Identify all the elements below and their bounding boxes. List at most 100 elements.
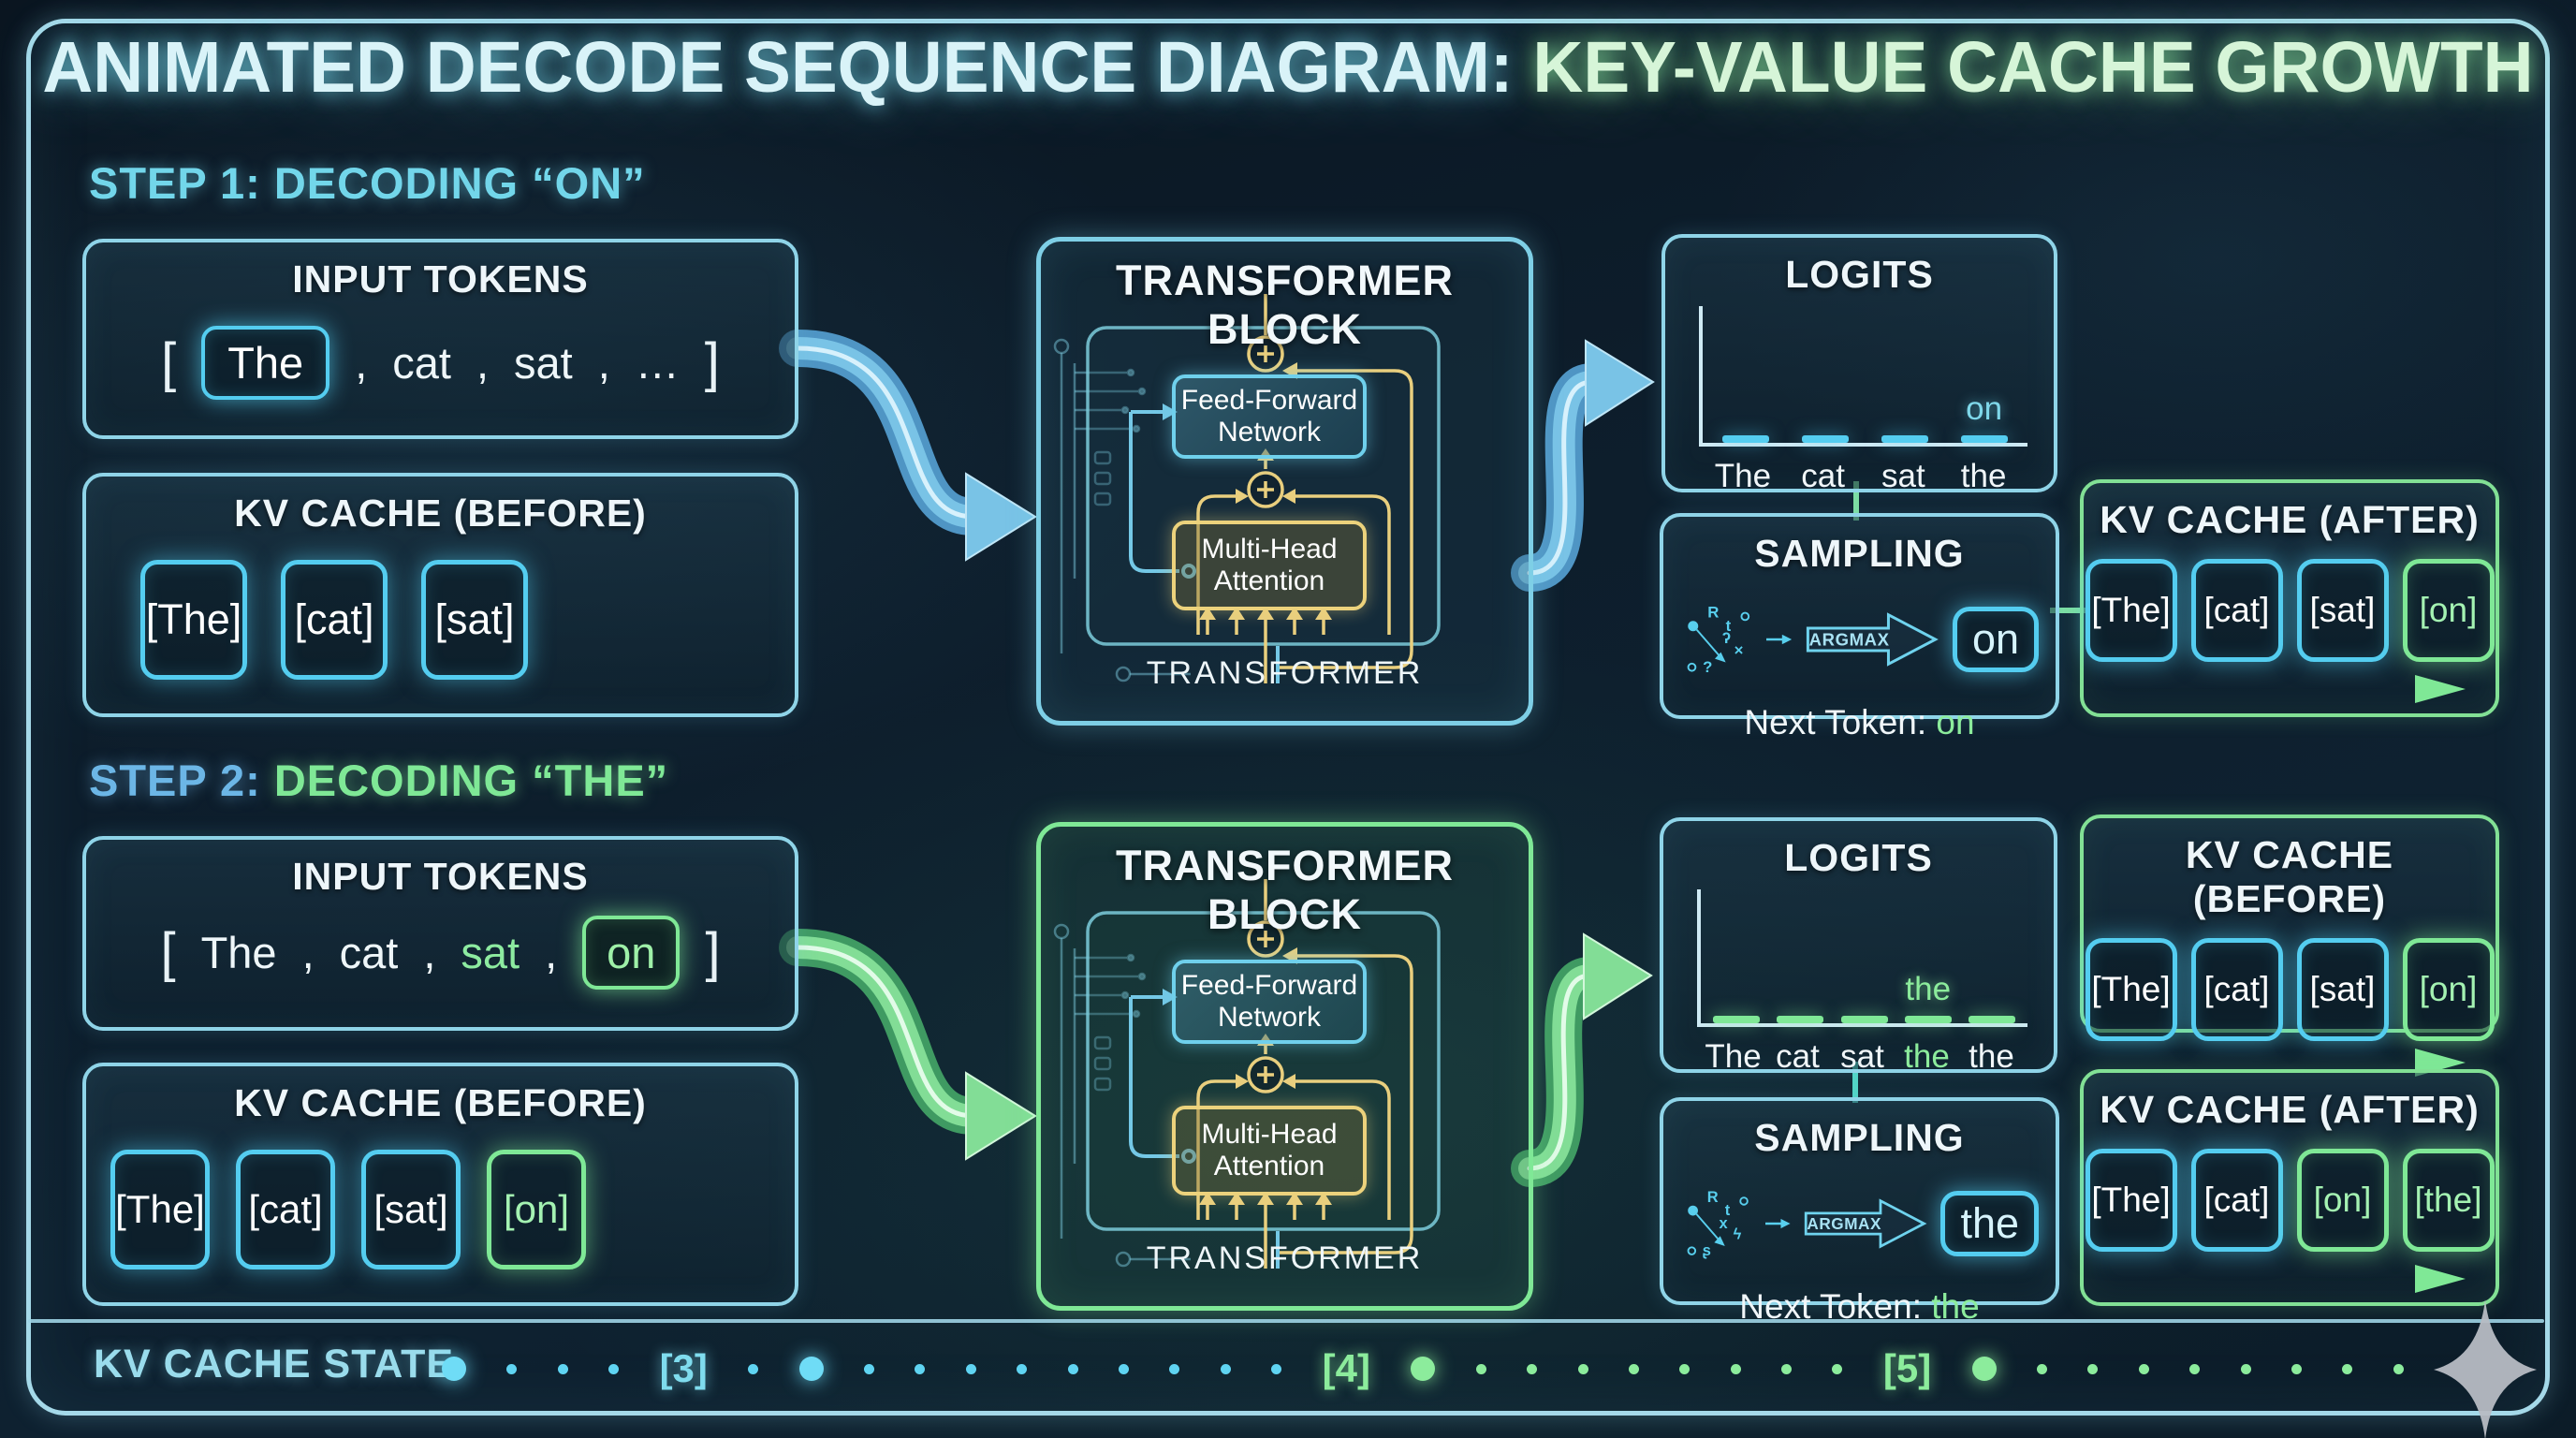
arrow-icon — [1764, 1218, 1791, 1229]
scatter-doodle-icon: Rt ?×ʔ — [1687, 604, 1750, 676]
kv-cache-cell: [sat] — [361, 1150, 461, 1269]
timeline-dot — [1169, 1363, 1180, 1374]
transformer-caption: TRANSFORMER — [1146, 1240, 1424, 1276]
predicted-token-label: the — [1905, 971, 1952, 1007]
next-token-label: Next Token: — [1744, 703, 1927, 741]
flow-arrow-step1-transformer-to-logits — [1511, 339, 1655, 592]
title-right: KEY-VALUE CACHE GROWTH — [1532, 27, 2534, 108]
kv-cell-row: [The][cat][sat][on] — [86, 1150, 795, 1269]
timeline-dot — [1781, 1363, 1793, 1374]
timeline-dot — [2291, 1363, 2302, 1374]
logit-bar — [1840, 1016, 1888, 1023]
token-text: , — [476, 338, 490, 388]
logit-x-label: The — [1714, 458, 1772, 494]
timeline-dot — [1628, 1363, 1639, 1374]
logit-x-label: cat — [1801, 458, 1845, 494]
panel-title: LOGITS — [1784, 836, 1933, 879]
svg-text:R: R — [1707, 604, 1719, 622]
logit-x-label: sat — [1840, 1038, 1884, 1075]
logit-bar-slot — [1866, 435, 1945, 443]
token-text: The — [200, 928, 277, 977]
cache-growth-arrow — [2117, 1265, 2466, 1293]
timeline-dot — [2189, 1363, 2201, 1374]
step1-heading-rest: DECODING “ON” — [273, 158, 646, 208]
transformer-block-step2: TRANSFORMER BLOCK Feed-Forward Network M… — [1036, 822, 1533, 1311]
title-left: ANIMATED DECODE SEQUENCE DIAGRAM: — [42, 27, 1533, 108]
next-token-line: Next Token: on — [1663, 703, 2056, 742]
timeline-dot-large — [1971, 1357, 1997, 1381]
logit-bar — [1802, 435, 1850, 443]
token-text: , — [423, 928, 436, 977]
token-text: ] — [704, 332, 720, 393]
logit-bar-slot — [1706, 435, 1786, 443]
flow-arrow-step1-input-to-transformer — [779, 330, 1037, 562]
timeline-dot — [1271, 1363, 1282, 1374]
kv-cell-row: [The][cat][sat] — [86, 560, 795, 680]
kv-cell-row: [The][cat][on][the] — [2084, 1149, 2496, 1252]
token-text: [ — [161, 332, 177, 393]
feed-forward-label: Feed-Forward Network — [1180, 385, 1358, 448]
circuit-decoration — [1053, 338, 1191, 682]
logit-bar — [1960, 435, 2008, 443]
kv-cache-before-panel-step2-right: KV CACHE (BEFORE) [The][cat][sat][on] — [2080, 814, 2499, 1077]
logit-x-label: the — [1969, 1038, 2014, 1075]
token-chip: The — [201, 326, 330, 400]
step2-heading-prefix: STEP 2: — [89, 756, 261, 805]
logit-bar — [1881, 435, 1928, 443]
timeline-dot — [2138, 1363, 2149, 1374]
token-text: [ — [160, 922, 176, 983]
timeline-dot — [2240, 1363, 2251, 1374]
logit-bar — [1968, 1016, 2015, 1023]
timeline-dot — [2342, 1363, 2353, 1374]
logit-bar — [1722, 435, 1770, 443]
kv-cache-cell: [The] — [2085, 559, 2177, 662]
argmax-arrow: ARGMAX — [1804, 1198, 1926, 1249]
sampled-token-text: the — [1960, 1199, 2019, 1247]
multi-head-attention-label: Multi-Head Attention — [1201, 1119, 1338, 1181]
kv-cache-after-panel-step2: KV CACHE (AFTER) [The][cat][on][the] — [2080, 1069, 2499, 1306]
svg-text:ʂ: ʂ — [1703, 1242, 1711, 1259]
scatter-doodle-icon: Rt ʂϟx — [1687, 1189, 1749, 1259]
logit-bar-slot: on — [1944, 390, 2024, 443]
sampled-token: on — [1952, 607, 2039, 672]
logit-bar-slot — [1786, 435, 1866, 443]
timeline-dot — [1832, 1363, 1843, 1374]
outer-frame — [26, 19, 2550, 1416]
svg-text:ϟ: ϟ — [1734, 1225, 1742, 1242]
predicted-token-label: on — [1966, 390, 2003, 427]
input-token-row: [The,cat,sat,…] — [86, 326, 795, 400]
kv-cache-after-panel-step1: KV CACHE (AFTER) [The][cat][sat][on] — [2080, 479, 2499, 717]
kv-cache-cell: [cat] — [2190, 1149, 2283, 1252]
kv-cache-cell: [sat] — [421, 560, 528, 680]
transformer-caption: TRANSFORMER — [1146, 655, 1424, 691]
token-text: , — [597, 338, 610, 388]
logit-bar-slot — [1705, 1016, 1768, 1023]
timeline-dot — [506, 1363, 518, 1374]
token-text: … — [635, 338, 680, 388]
svg-text:×: × — [1734, 641, 1744, 659]
transformer-block-step1: TRANSFORMER BLOCK Feed-Forward Network M… — [1036, 237, 1533, 726]
logit-bar — [1713, 1016, 1761, 1023]
kv-cache-cell: [The] — [2085, 938, 2177, 1041]
panel-title: INPUT TOKENS — [292, 257, 589, 301]
cache-size-marker: [4] — [1322, 1346, 1370, 1390]
logit-bar-slot — [1832, 1016, 1895, 1023]
multi-head-attention-label: Multi-Head Attention — [1201, 534, 1338, 596]
next-token-value: on — [1936, 703, 1975, 741]
kv-cache-cell: [on] — [487, 1150, 586, 1269]
multi-head-attention-box: Multi-Head Attention — [1172, 1106, 1367, 1196]
input-tokens-panel-step2: INPUT TOKENS [The,cat,sat,on] — [82, 836, 798, 1031]
timeline-dot — [2087, 1363, 2099, 1374]
kv-cache-cell: [sat] — [2296, 938, 2389, 1041]
kv-cell-row: [The][cat][sat][on] — [2084, 559, 2496, 662]
argmax-label: ARGMAX — [1807, 1214, 1881, 1233]
circuit-decoration — [1053, 923, 1191, 1268]
timeline-dot — [1119, 1363, 1130, 1374]
logit-bar-slot: the — [1896, 971, 1960, 1023]
step1-heading: STEP 1: DECODING “ON” — [89, 157, 646, 209]
argmax-label: ARGMAX — [1808, 630, 1889, 650]
token-text: cat — [339, 928, 399, 977]
